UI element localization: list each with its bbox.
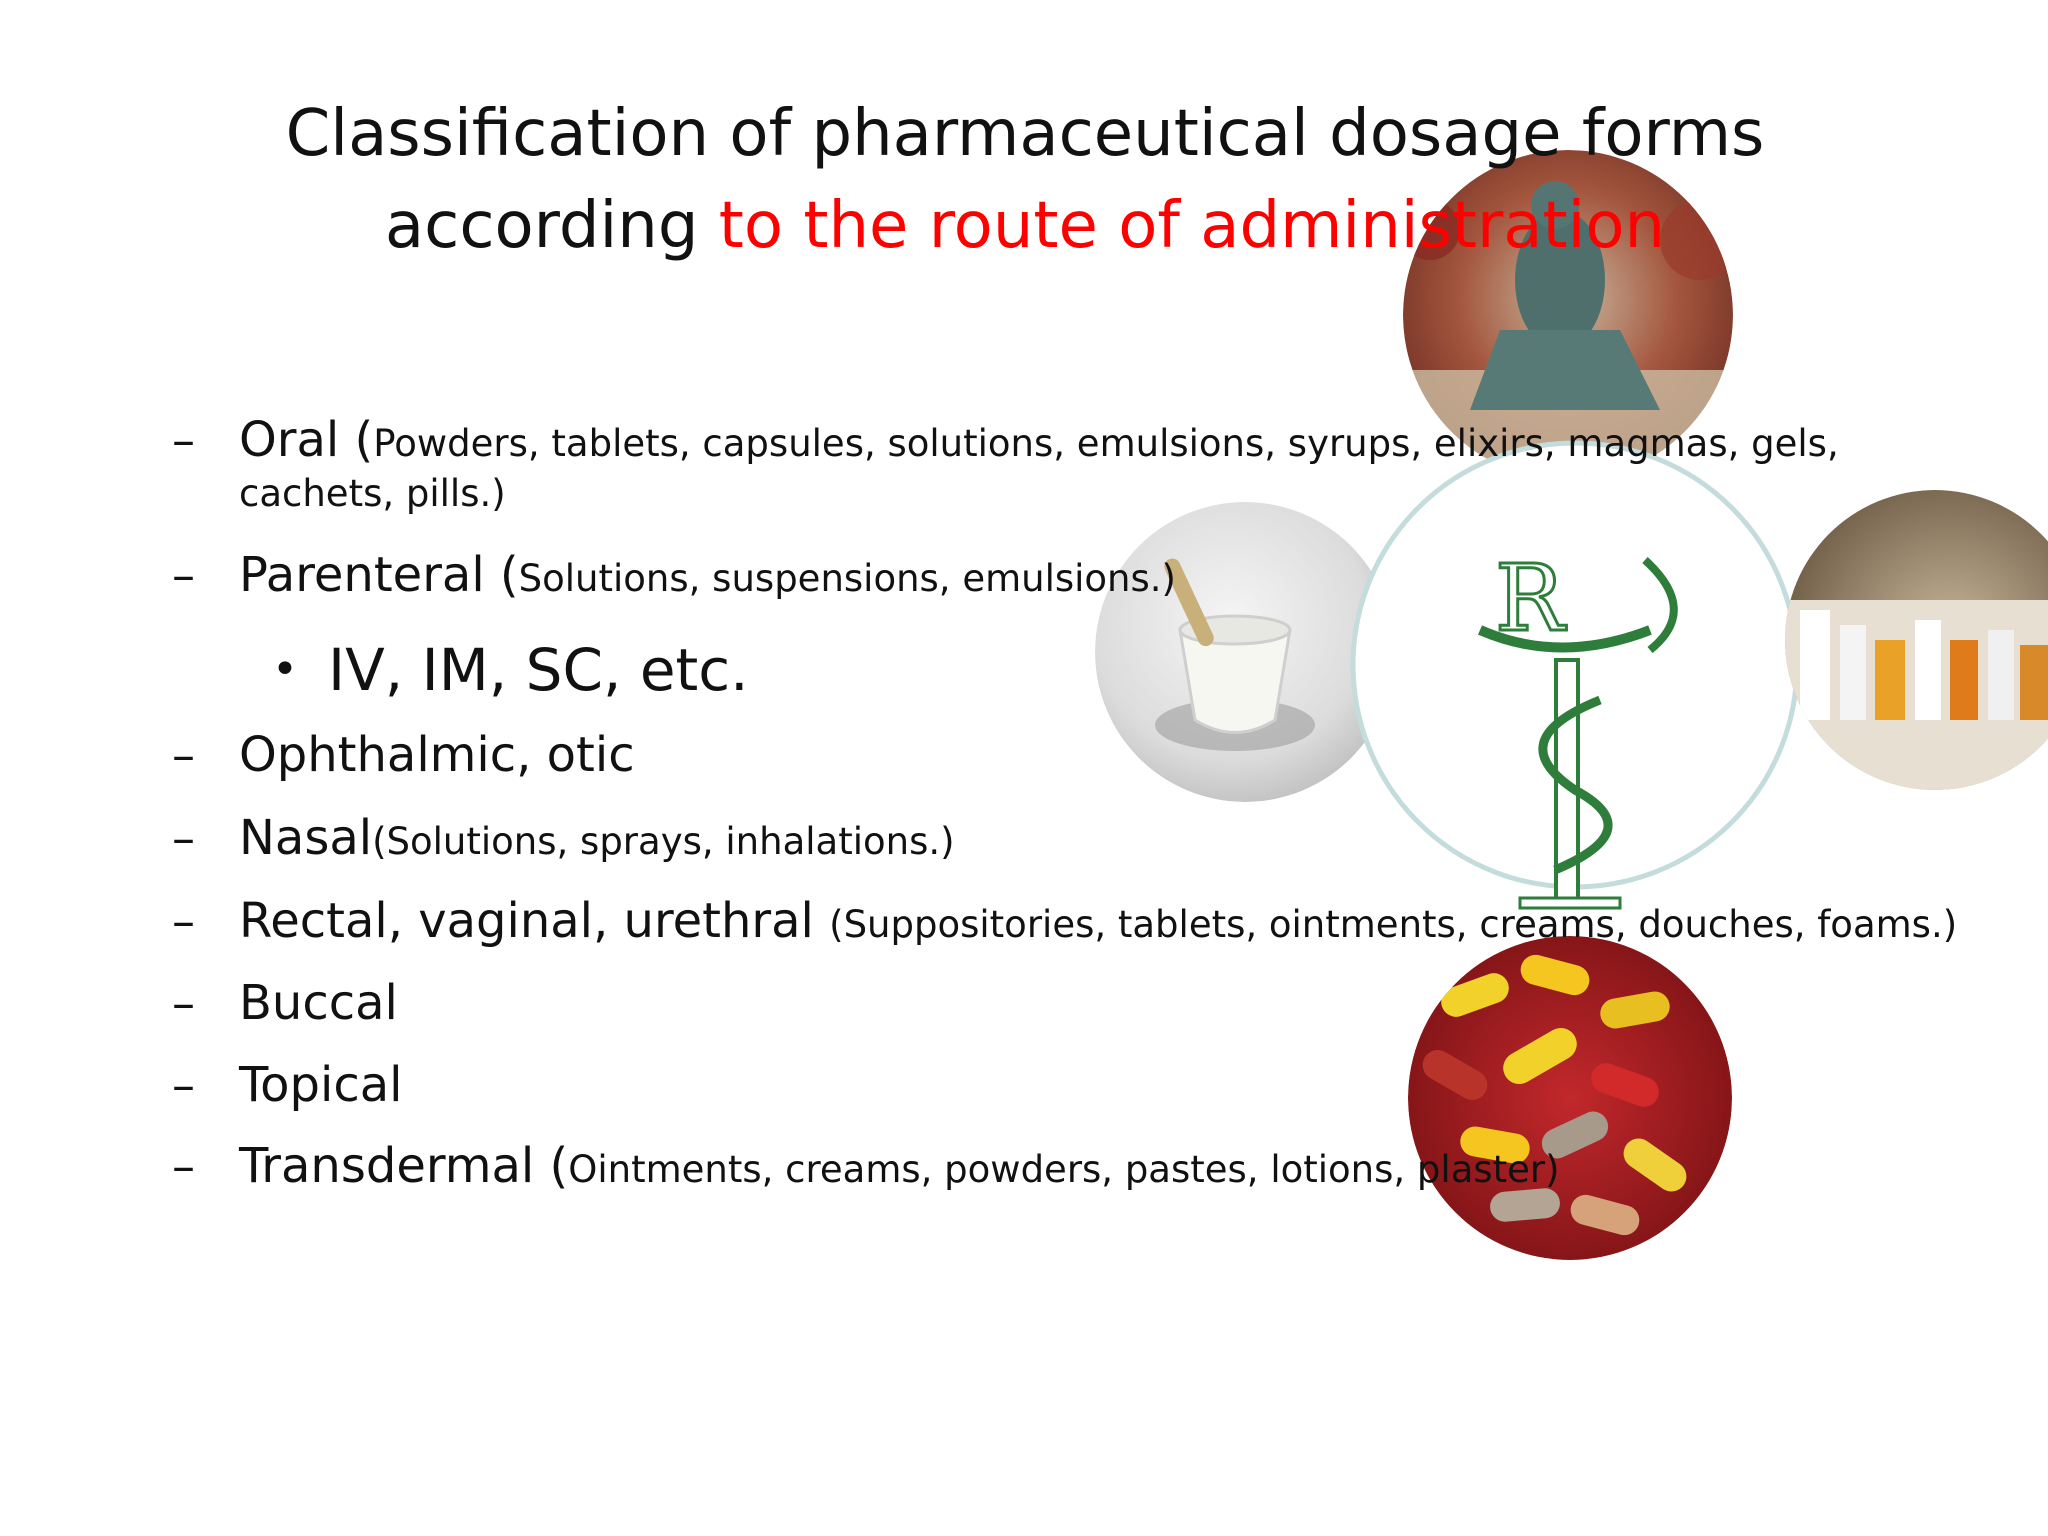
dash-marker: –	[172, 413, 195, 467]
item-detail: Ointments, creams, powders, pastes, loti…	[568, 1148, 1560, 1191]
item-text: Transdermal (Ointments, creams, powders,…	[239, 1138, 1560, 1205]
item-main: Parenteral (	[239, 547, 519, 603]
item-text: Nasal(Solutions, sprays, inhalations.)	[239, 810, 955, 877]
item-detail-wrap: cachets, pills.)	[239, 472, 506, 515]
item-detail: Solutions, suspensions, emulsions.)	[518, 557, 1176, 600]
title-line-2-plain: according	[384, 189, 719, 263]
sub-item-text: IV, IM, SC, etc.	[328, 636, 749, 704]
item-main: Rectal, vaginal, urethral	[239, 893, 830, 949]
bullet-marker: •	[272, 644, 298, 695]
svg-text:R: R	[1495, 545, 1567, 652]
mortar-pestle-photo	[1095, 502, 1395, 802]
item-text: Buccal	[239, 975, 398, 1042]
dash-marker: –	[172, 728, 195, 782]
item-main: Buccal	[239, 975, 398, 1031]
item-detail: Powders, tablets, capsules, solutions, e…	[373, 422, 1839, 465]
item-main: Transdermal (	[239, 1138, 569, 1194]
item-text: Oral (Powders, tablets, capsules, soluti…	[239, 412, 1839, 479]
pharmacy-shelf-photo	[1785, 490, 2048, 790]
dash-marker: –	[172, 548, 195, 602]
item-main: Ophthalmic, otic	[239, 727, 635, 783]
item-text: Topical	[239, 1057, 402, 1124]
slide-title: Classification of pharmaceutical dosage …	[180, 88, 1870, 272]
item-text: Parenteral (Solutions, suspensions, emul…	[239, 547, 1176, 614]
dash-marker: –	[172, 976, 195, 1030]
dash-marker: –	[172, 1139, 195, 1193]
dash-marker: –	[172, 1058, 195, 1112]
item-text: Ophthalmic, otic	[239, 727, 635, 794]
dash-marker: –	[172, 894, 195, 948]
dash-marker: –	[172, 811, 195, 865]
item-main: Nasal	[239, 810, 373, 866]
item-text: Rectal, vaginal, urethral (Suppositories…	[239, 893, 1957, 960]
item-detail: (Solutions, sprays, inhalations.)	[372, 820, 955, 863]
rx-snake-emblem: R	[1350, 440, 1800, 910]
capsules-photo	[1408, 936, 1732, 1260]
title-line-2: according to the route of administration	[180, 180, 1870, 272]
title-line-2-accent: to the route of administration	[718, 189, 1666, 263]
item-detail: (Suppositories, tablets, ointments, crea…	[829, 903, 1958, 946]
item-main: Topical	[239, 1057, 403, 1113]
title-line-1: Classification of pharmaceutical dosage …	[285, 97, 1765, 171]
item-main: Oral (	[239, 412, 374, 468]
